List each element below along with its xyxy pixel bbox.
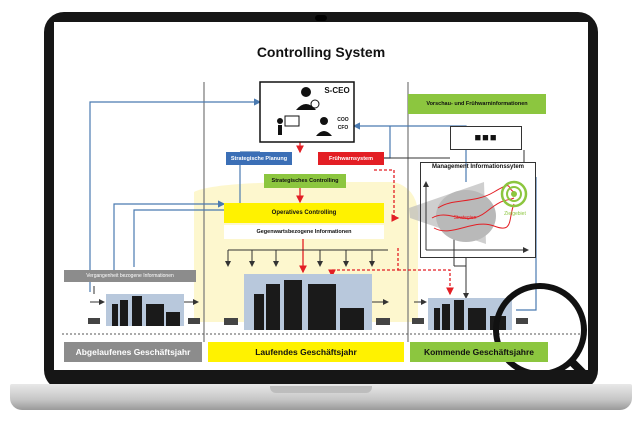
- building-past: [88, 294, 200, 326]
- presenter-icon: [277, 115, 300, 135]
- screen: Controlling System: [54, 22, 588, 370]
- red-dashed-bldg: [328, 248, 399, 278]
- red-dashed-fw: [374, 169, 400, 222]
- building-current: [224, 274, 390, 330]
- mis-chart: [409, 180, 529, 253]
- executive-icon: [316, 117, 332, 136]
- dots-box: ■■■: [450, 126, 522, 150]
- year-next-box: Kommende Geschäftsjahre: [410, 342, 548, 362]
- gegenwart-info-box: Gegenwartsbezogene Informationen: [224, 225, 384, 239]
- feedback-line-2: [113, 200, 226, 272]
- magnifier-icon: [493, 283, 587, 370]
- building-future: [412, 298, 528, 330]
- laptop-notch: [270, 386, 372, 393]
- vorschau-info-box: Vorschau- und Frühwarninformationen: [408, 94, 546, 114]
- strategisches-controlling-box: Strategisches Controlling: [264, 174, 346, 188]
- year-past-box: Abgelaufenes Geschäftsjahr: [64, 342, 202, 362]
- fruehwarnsystem-box: Frühwarnsystem: [318, 152, 384, 165]
- operatives-controlling-box: Operatives Controlling: [224, 203, 384, 223]
- year-current-box: Laufendes Geschäftsjahr: [208, 342, 404, 362]
- vergangenheit-info-box: Vergangenheit bezogene Informationen: [64, 270, 196, 282]
- red-dashed-right: [398, 269, 454, 296]
- zielgebiet-label: Zielgebiet: [504, 211, 526, 217]
- cfo-label: CFO: [337, 125, 349, 131]
- feedback-line-1: [89, 98, 262, 292]
- strategische-planung-box: Strategische Planung: [226, 152, 292, 165]
- diagram-title: Controlling System: [256, 44, 386, 60]
- coo-label: COO: [337, 117, 349, 123]
- mis-box: Management Informationssytem: [420, 162, 536, 258]
- strategien-label: Strategien: [453, 215, 477, 221]
- feedback-line-3: [133, 152, 241, 267]
- ceo-person-icon: [296, 87, 320, 110]
- laptop-camera: [315, 15, 327, 21]
- sceo-label: S-CEO: [324, 85, 350, 95]
- feedback-line-7: [516, 177, 537, 311]
